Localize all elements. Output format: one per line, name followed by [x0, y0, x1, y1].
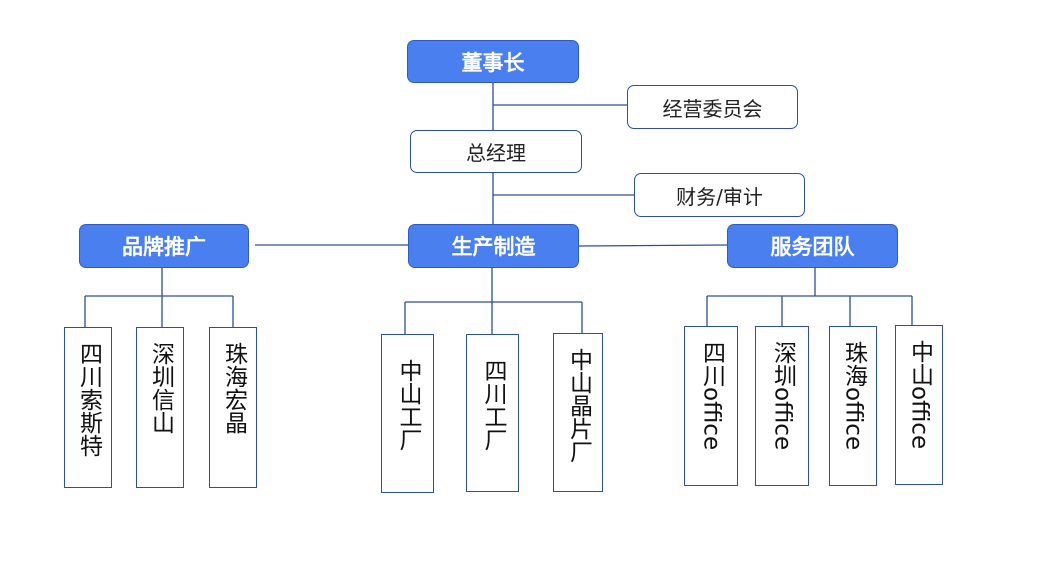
production-division-node: 生产制造 — [408, 224, 579, 268]
unit-label: 四川office — [698, 341, 725, 451]
service-unit-zhongshan-office: 中山office — [895, 325, 943, 485]
unit-label: 四川工厂 — [480, 359, 506, 451]
service-division-label: 服务团队 — [770, 235, 855, 259]
brand-unit-zhuhai-hongjing: 珠海宏晶 — [209, 327, 257, 488]
brand-unit-sichuan-suosite: 四川索斯特 — [64, 327, 112, 488]
general-manager-node: 总经理 — [410, 130, 582, 173]
unit-label: 中山晶片厂 — [565, 348, 592, 463]
brand-division-label: 品牌推广 — [122, 235, 206, 259]
service-unit-shenzhen-office: 深圳office — [755, 326, 809, 486]
general-manager-label: 总经理 — [466, 141, 526, 165]
business-committee-label: 经营委员会 — [662, 96, 763, 121]
chairman-label: 董事长 — [461, 50, 525, 75]
production-unit-zhongshan-wafer-factory: 中山晶片厂 — [553, 333, 603, 492]
unit-label: 中山工厂 — [395, 359, 421, 451]
unit-label: 四川索斯特 — [75, 342, 102, 457]
unit-label: 中山office — [906, 340, 933, 450]
unit-label: 深圳office — [769, 341, 796, 451]
production-unit-zhongshan-factory: 中山工厂 — [381, 334, 434, 493]
brand-unit-shenzhen-xinshan: 深圳信山 — [136, 327, 184, 488]
production-division-label: 生产制造 — [451, 235, 536, 259]
business-committee-node: 经营委员会 — [627, 85, 798, 129]
unit-label: 珠海宏晶 — [220, 342, 247, 434]
finance-audit-label: 财务/审计 — [676, 184, 763, 209]
unit-label: 深圳信山 — [147, 342, 174, 434]
unit-label: 珠海office — [840, 341, 867, 451]
production-unit-sichuan-factory: 四川工厂 — [466, 334, 519, 492]
brand-division-node: 品牌推广 — [79, 224, 249, 268]
service-unit-zhuhai-office: 珠海office — [829, 326, 877, 486]
finance-audit-node: 财务/审计 — [634, 173, 805, 217]
service-unit-sichuan-office: 四川office — [684, 326, 738, 486]
service-division-node: 服务团队 — [727, 224, 898, 268]
chairman-node: 董事长 — [407, 40, 579, 83]
